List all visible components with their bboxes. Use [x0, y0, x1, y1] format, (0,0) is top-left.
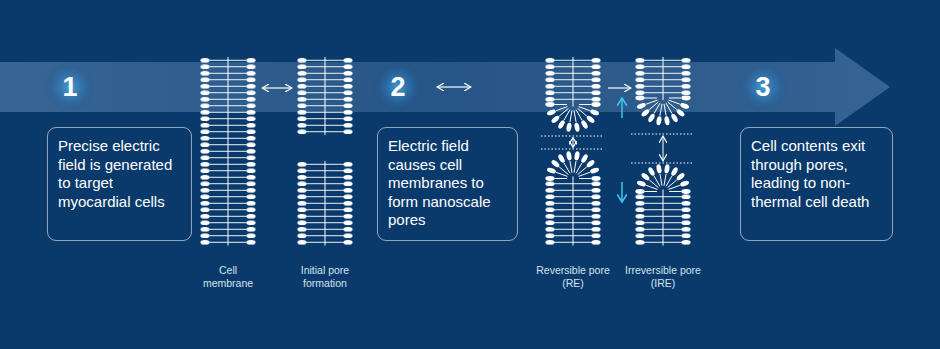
cell-membrane-figure: [200, 57, 256, 246]
figure-label: Reversible pore (RE): [527, 264, 619, 289]
irreversible-pore-figure: [635, 57, 691, 246]
callout-number: 3: [755, 72, 770, 102]
caption-slot: Cell membrane: [197, 264, 259, 289]
callout-number: 2: [390, 72, 405, 102]
process-arrow: [0, 48, 890, 126]
reversible-pore-gap: [541, 136, 604, 149]
caption-slot: Irreversible pore (IRE): [613, 264, 713, 289]
number-glow: [44, 61, 96, 113]
number-glow: [737, 61, 789, 113]
callout-slot: 2: [378, 67, 418, 107]
transition-arrow: [608, 87, 630, 88]
figure-label: Cell membrane: [197, 264, 259, 289]
step-text: Precise electric field is generated to t…: [58, 137, 181, 211]
transition-arrow: [263, 87, 291, 88]
figure-label: Initial pore formation: [283, 264, 367, 289]
figure-label: Irreversible pore (IRE): [613, 264, 713, 289]
reversible-pore-figure: [545, 57, 601, 246]
caption-slot: Reversible pore (RE): [527, 264, 619, 289]
initial-pore-figure: [297, 57, 353, 246]
irreversible-pore-gap: [631, 134, 694, 163]
number-glow: [372, 61, 424, 113]
step-box: Cell contents exit through pores, leadin…: [740, 127, 893, 241]
caption-slot: Initial pore formation: [283, 264, 367, 289]
step-box: Electric field causes cell membranes to …: [377, 127, 518, 241]
step-text: Electric field causes cell membranes to …: [388, 137, 507, 230]
expansion-arrow: [621, 99, 623, 118]
callout-slot: 3: [743, 67, 783, 107]
callout-slot: 1: [50, 67, 90, 107]
callout-number: 1: [62, 72, 77, 102]
step-text: Cell contents exit through pores, leadin…: [751, 137, 882, 211]
expansion-arrow: [621, 182, 623, 201]
transition-arrow: [438, 86, 470, 87]
step-box: Precise electric field is generated to t…: [47, 127, 192, 241]
